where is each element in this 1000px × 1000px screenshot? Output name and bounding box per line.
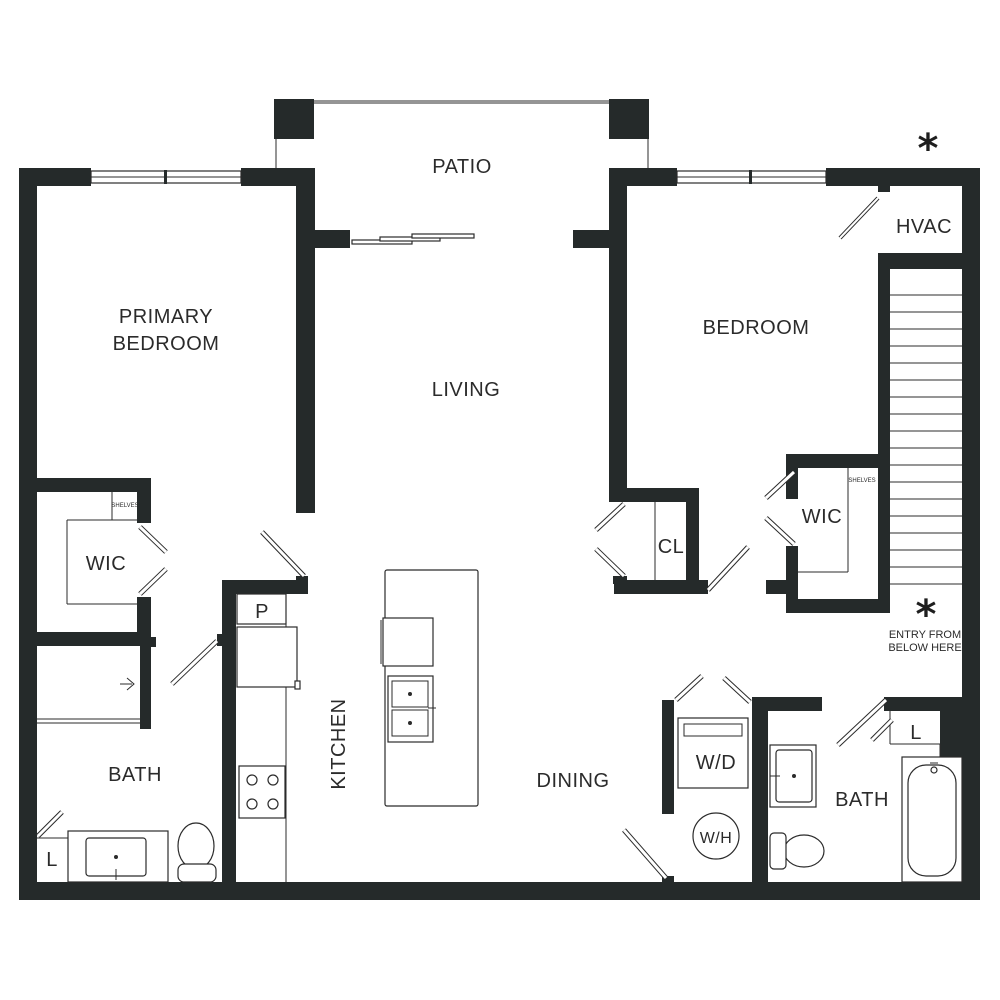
toilet-left: [177, 822, 215, 870]
refrigerator: [236, 626, 298, 688]
wall-top-right-b: [826, 168, 980, 186]
label-closet: CL: [658, 536, 685, 558]
asterisk-entry-icon: *: [916, 592, 937, 638]
pantry: [236, 593, 287, 625]
asterisk-top-icon: *: [918, 126, 939, 172]
patio-column-right: [609, 99, 649, 139]
stairs: [890, 294, 962, 585]
labels: PATIO PRIMARY BEDROOM LIVING BEDROOM HVA…: [46, 126, 961, 871]
right-bath-fixtures: [769, 744, 963, 883]
label-linen-left: L: [46, 849, 58, 871]
patio-column-left: [274, 99, 314, 139]
label-bath-right: BATH: [835, 789, 889, 811]
label-entry-2: BELOW HERE: [888, 642, 961, 654]
left-bath-fixtures: [37, 677, 217, 883]
label-washer-dryer: W/D: [696, 752, 736, 774]
kitchen-fixtures: [236, 569, 479, 882]
toilet-right: [783, 834, 825, 868]
label-linen-right: L: [910, 722, 922, 744]
doors: [36, 196, 894, 880]
label-hvac: HVAC: [896, 216, 952, 238]
wall-primary-living: [296, 168, 315, 513]
laundry-fixtures: [677, 717, 749, 860]
label-dining: DINING: [537, 770, 610, 792]
label-living: LIVING: [432, 379, 501, 401]
wall-laundry-bath: [752, 697, 768, 887]
label-pantry: P: [255, 601, 269, 623]
label-shelves-right: SHELVES: [848, 478, 875, 484]
label-wic-right: WIC: [802, 506, 842, 528]
label-primary-bedroom-2: BEDROOM: [113, 333, 220, 355]
label-patio: PATIO: [432, 156, 492, 178]
label-bedroom: BEDROOM: [703, 317, 810, 339]
water-heater: [692, 812, 740, 860]
patio: [274, 99, 649, 168]
dishwasher: [382, 617, 434, 667]
wall-bottom-outer: [19, 882, 980, 900]
kitchen-sink: [387, 675, 434, 743]
label-water-heater: W/H: [700, 830, 733, 847]
label-wic-left: WIC: [86, 553, 126, 575]
walls: [19, 168, 980, 900]
wall-left-outer: [19, 168, 37, 900]
patio-sliding-door[interactable]: [351, 233, 475, 245]
label-entry-1: ENTRY FROM: [889, 629, 961, 641]
label-shelves-left: SHELVES: [111, 503, 138, 509]
label-primary-bedroom-1: PRIMARY: [119, 306, 213, 328]
cooktop: [238, 765, 286, 819]
wall-bedroom-left: [609, 168, 627, 500]
label-kitchen: KITCHEN: [328, 698, 350, 789]
label-bath-left: BATH: [108, 764, 162, 786]
washer-dryer: [677, 717, 749, 789]
wall-right-outer: [962, 168, 980, 900]
wall-kitchen-left: [222, 580, 236, 900]
wall-top-left-a: [19, 168, 91, 186]
